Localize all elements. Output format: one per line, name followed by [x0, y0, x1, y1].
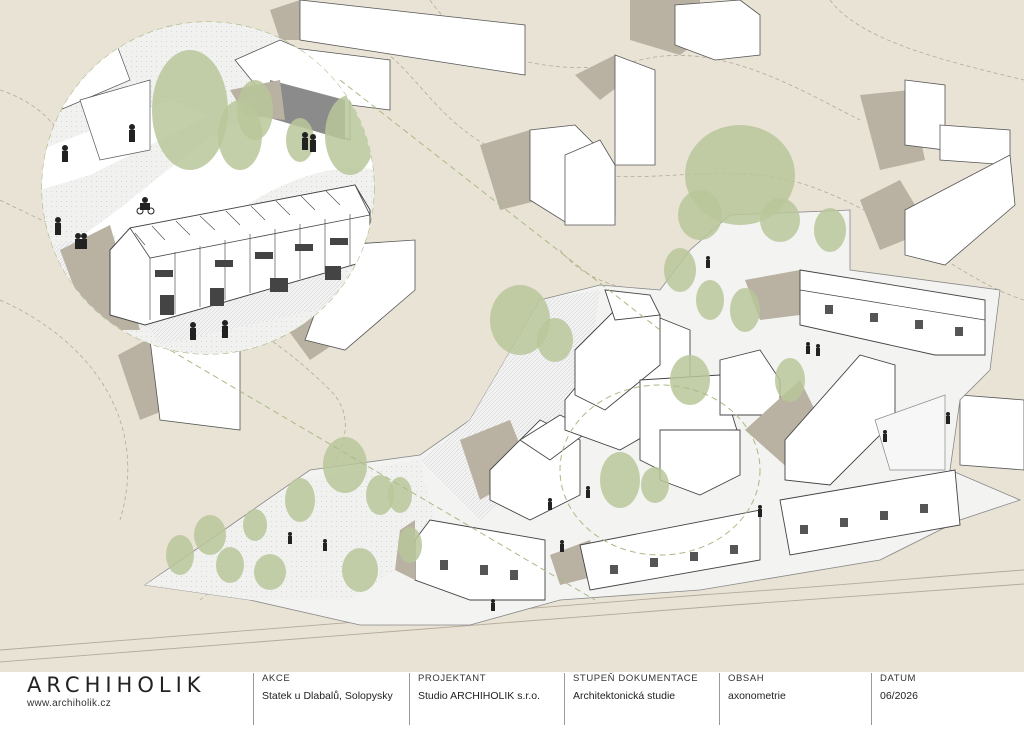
field-label: STUPEŇ DOKUMENTACE: [573, 673, 699, 684]
window-marks: [440, 305, 963, 580]
people: [288, 256, 950, 611]
field-datum: DATUM 06/2026: [871, 673, 1020, 725]
field-value: Studio ARCHIHOLIK s.r.o.: [418, 690, 540, 702]
brand-website-link[interactable]: www.archiholik.cz: [27, 698, 112, 709]
field-value: 06/2026: [880, 690, 918, 702]
field-label: OBSAH: [728, 673, 765, 684]
field-projektant: PROJEKTANT Studio ARCHIHOLIK s.r.o.: [409, 673, 568, 725]
brand-logo-text: ARCHIHOLIK: [27, 673, 206, 697]
field-stupen-dokumentace: STUPEŇ DOKUMENTACE Architektonická studi…: [564, 673, 723, 725]
field-label: PROJEKTANT: [418, 673, 487, 684]
title-block: [0, 672, 1024, 731]
brand-block: ARCHIHOLIK www.archiholik.cz: [27, 673, 206, 709]
courtyard-buildings: [395, 269, 986, 601]
detail-leader-lines: [169, 79, 761, 601]
axonometric-drawing: [0, 0, 1024, 672]
field-label: AKCE: [262, 673, 291, 684]
trees: [166, 125, 846, 592]
field-label: DATUM: [880, 673, 917, 684]
field-value: Architektonická studie: [573, 690, 676, 702]
site-plan-svg: [0, 0, 1024, 672]
field-value: Statek u Dlabalů, Solopysky: [262, 690, 393, 702]
field-value: axonometrie: [728, 690, 786, 702]
detail-circle: [41, 21, 375, 355]
field-obsah: OBSAH axonometrie: [719, 673, 868, 725]
field-akce: AKCE Statek u Dlabalů, Solopysky: [253, 673, 412, 725]
